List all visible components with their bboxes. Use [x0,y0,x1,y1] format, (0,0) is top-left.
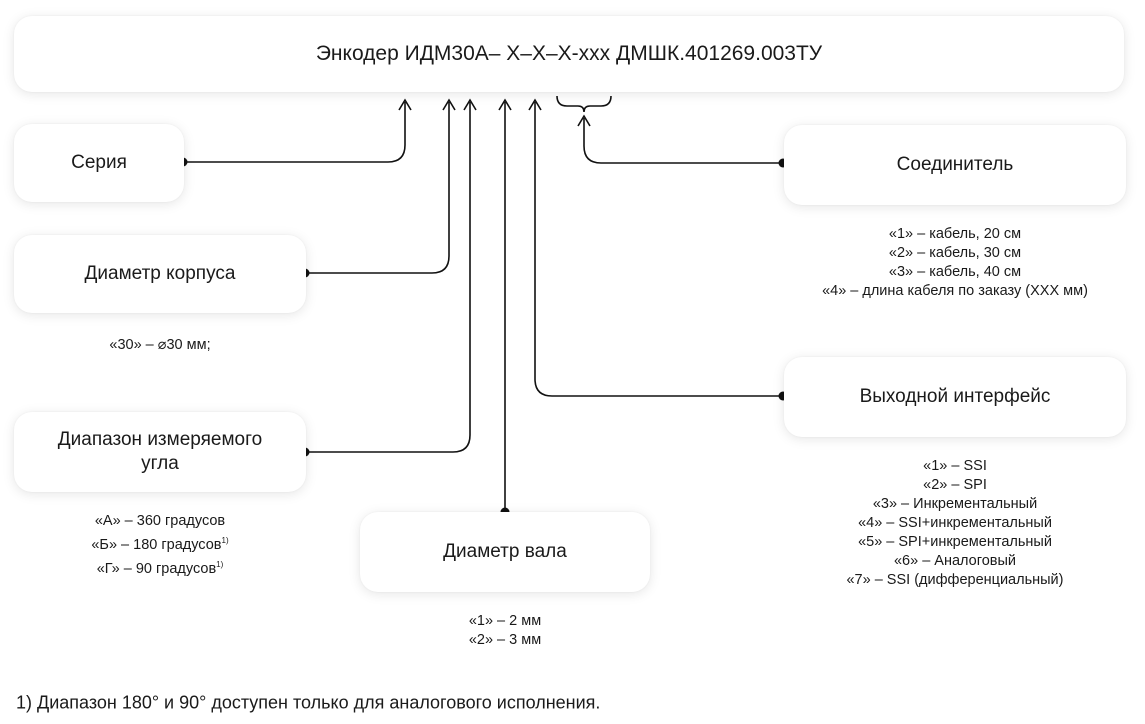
body-diameter-label: Диаметр корпуса [84,263,236,284]
desc-line: «1» – SSI [923,458,987,474]
output-interface-label: Выходной интерфейс [859,386,1051,407]
line-body-diameter [305,102,450,274]
arrow-shaft-diameter [498,98,512,111]
desc-line: «4» – SSI+инкрементальный [858,515,1052,531]
desc-line: «2» – кабель, 30 см [888,245,1022,261]
shaft-diameter-box: Диаметр вала [360,512,650,592]
desc-line: «5» – SPI+инкрементальный [858,534,1052,550]
desc-line: «3» – Инкрементальный [872,496,1038,512]
angle-range-desc: «А» – 360 градусов «Б» – 180 градусов1) … [14,512,306,579]
body-diameter-desc: «30» – ⌀30 мм; [14,336,306,355]
arrow-output-interface [528,98,542,111]
page-title: Энкодер ИДМ30А– X–X–X-xxx ДМШК.401269.00… [315,42,823,65]
desc-line: «6» – Аналоговый [893,553,1016,569]
desc-line: «2» – SPI [923,477,987,493]
arrow-angle-range [463,98,477,111]
desc-line: «Б» – 180 градусов [91,536,222,553]
angle-range-box: Диапазон измеряемого угла [14,412,306,492]
output-interface-desc: «1» – SSI «2» – SPI «3» – Инкрементальны… [784,457,1126,590]
footnote: 1) Диапазон 180° и 90° доступен только д… [16,692,601,713]
desc-line: «1» – 2 мм [468,613,542,629]
desc-line: «1» – кабель, 20 см [888,226,1022,242]
body-diameter-box: Диаметр корпуса [14,235,306,313]
desc-line: «2» – 3 мм [468,632,542,648]
angle-range-label: Диапазон измеряемого угла [57,429,263,474]
line-angle-range [305,102,471,453]
desc-line: «30» – ⌀30 мм; [109,337,211,353]
brace-xxx [556,95,612,113]
line-connector [583,118,783,164]
line-output-interface [534,102,783,397]
desc-line: «Г» – 90 градусов [96,560,217,577]
arrow-connector [577,114,591,127]
output-interface-box: Выходной интерфейс [784,357,1126,437]
line-series [183,102,406,163]
desc-line: «А» – 360 градусов [94,513,226,529]
connector-box: Соединитель [784,125,1126,205]
desc-line: «7» – SSI (дифференциальный) [846,572,1064,588]
series-box: Серия [14,124,184,202]
footnote-mark: 1) [216,559,224,569]
arrow-body-diameter [442,98,456,111]
shaft-diameter-desc: «1» – 2 мм «2» – 3 мм [360,612,650,650]
footnote-mark: 1) [221,536,229,545]
arrow-series [398,98,412,111]
shaft-diameter-label: Диаметр вала [443,541,567,562]
series-label: Серия [71,152,127,173]
desc-line: «3» – кабель, 40 см [888,264,1022,280]
connector-label: Соединитель [896,154,1014,175]
connector-desc: «1» – кабель, 20 см «2» – кабель, 30 см … [764,225,1145,301]
header-card: Энкодер ИДМ30А– X–X–X-xxx ДМШК.401269.00… [14,16,1124,92]
desc-line: «4» – длина кабеля по заказу (XXX мм) [822,283,1088,299]
